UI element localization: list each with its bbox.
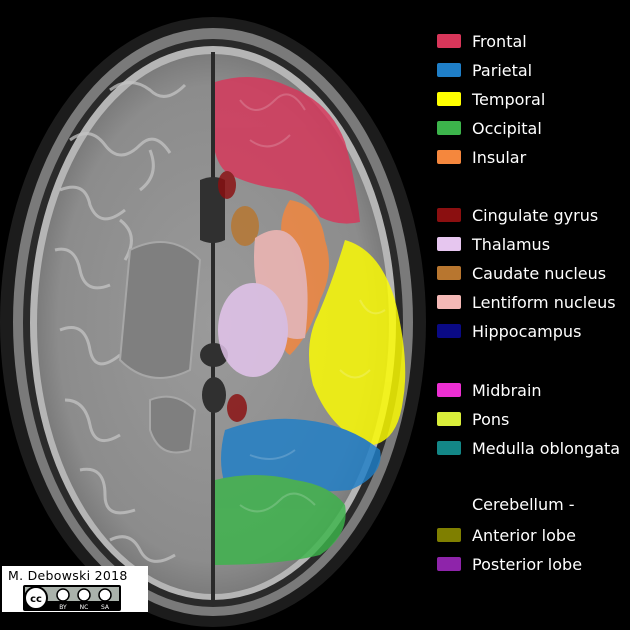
legend-swatch (437, 412, 461, 426)
legend-swatch (437, 150, 461, 164)
legend-swatch (437, 528, 461, 542)
cerebellum-heading: Cerebellum - (472, 495, 575, 514)
legend-label: Temporal (472, 89, 546, 109)
frontal-region (215, 77, 360, 224)
ventricle-area (200, 177, 228, 413)
gyri-texture (54, 81, 187, 563)
legend-swatch (437, 92, 461, 106)
region-overlays (215, 77, 406, 565)
sa-icon (98, 588, 112, 602)
parietal-region (221, 418, 381, 492)
thalamus-region (218, 283, 288, 377)
nc-icon (77, 588, 91, 602)
legend-label: Thalamus (472, 234, 551, 254)
legend-swatch (437, 295, 461, 309)
legend-swatch (437, 121, 461, 135)
left-deep-structures (118, 241, 202, 454)
legend-swatch (437, 324, 461, 338)
legend-item: Posterior lobe (437, 553, 582, 575)
license-nc: NC (80, 604, 89, 611)
legend-swatch (437, 237, 461, 251)
credit-box: M. Debowski 2018 cc BY NC SA (2, 566, 148, 612)
legend-swatch (437, 266, 461, 280)
author-credit: M. Debowski 2018 (8, 568, 128, 583)
temporal-region (309, 240, 406, 445)
legend-item: Temporal (437, 88, 545, 110)
legend-label: Pons (472, 409, 510, 429)
legend-item: Medulla oblongata (437, 437, 620, 459)
legend-label: Medulla oblongata (472, 438, 621, 458)
legend-item: Pons (437, 408, 509, 430)
legend-label: Anterior lobe (472, 525, 576, 545)
legend-item: Midbrain (437, 379, 542, 401)
by-icon (56, 588, 70, 602)
cc-icon (24, 586, 48, 610)
overlay-texture (239, 93, 386, 513)
legend-swatch (437, 441, 461, 455)
license-sa: SA (101, 604, 110, 611)
legend-item: Parietal (437, 59, 532, 81)
legend-swatch (437, 383, 461, 397)
legend-item: Lentiform nucleus (437, 291, 616, 313)
legend-item: Insular (437, 146, 526, 168)
license-by: BY (59, 604, 67, 611)
legend-label: Hippocampus (472, 321, 582, 341)
legend-item: Occipital (437, 117, 542, 139)
legend-label: Insular (472, 147, 527, 167)
legend-label: Occipital (472, 118, 542, 138)
occipital-region (215, 475, 346, 565)
legend-item: Hippocampus (437, 320, 581, 342)
legend-item: Caudate nucleus (437, 262, 606, 284)
legend-label: Lentiform nucleus (472, 292, 616, 312)
legend-swatch (437, 557, 461, 571)
caudate-region (231, 206, 259, 246)
legend-item: Frontal (437, 30, 527, 52)
legend-label: Caudate nucleus (472, 263, 607, 283)
cingulate-posterior (227, 394, 247, 422)
legend-swatch (437, 208, 461, 222)
legend-swatch (437, 34, 461, 48)
legend-item: Cingulate gyrus (437, 204, 598, 226)
legend-label: Midbrain (472, 380, 542, 400)
cingulate-anterior (218, 171, 236, 199)
svg-text:cc: cc (30, 594, 42, 605)
legend-label: Parietal (472, 60, 533, 80)
legend-item: Thalamus (437, 233, 550, 255)
legend-swatch (437, 63, 461, 77)
legend-item: Anterior lobe (437, 524, 576, 546)
cc-license-badge: cc BY NC SA (23, 585, 121, 611)
legend-label: Frontal (472, 31, 527, 51)
legend-label: Posterior lobe (472, 554, 583, 574)
legend-label: Cingulate gyrus (472, 205, 599, 225)
